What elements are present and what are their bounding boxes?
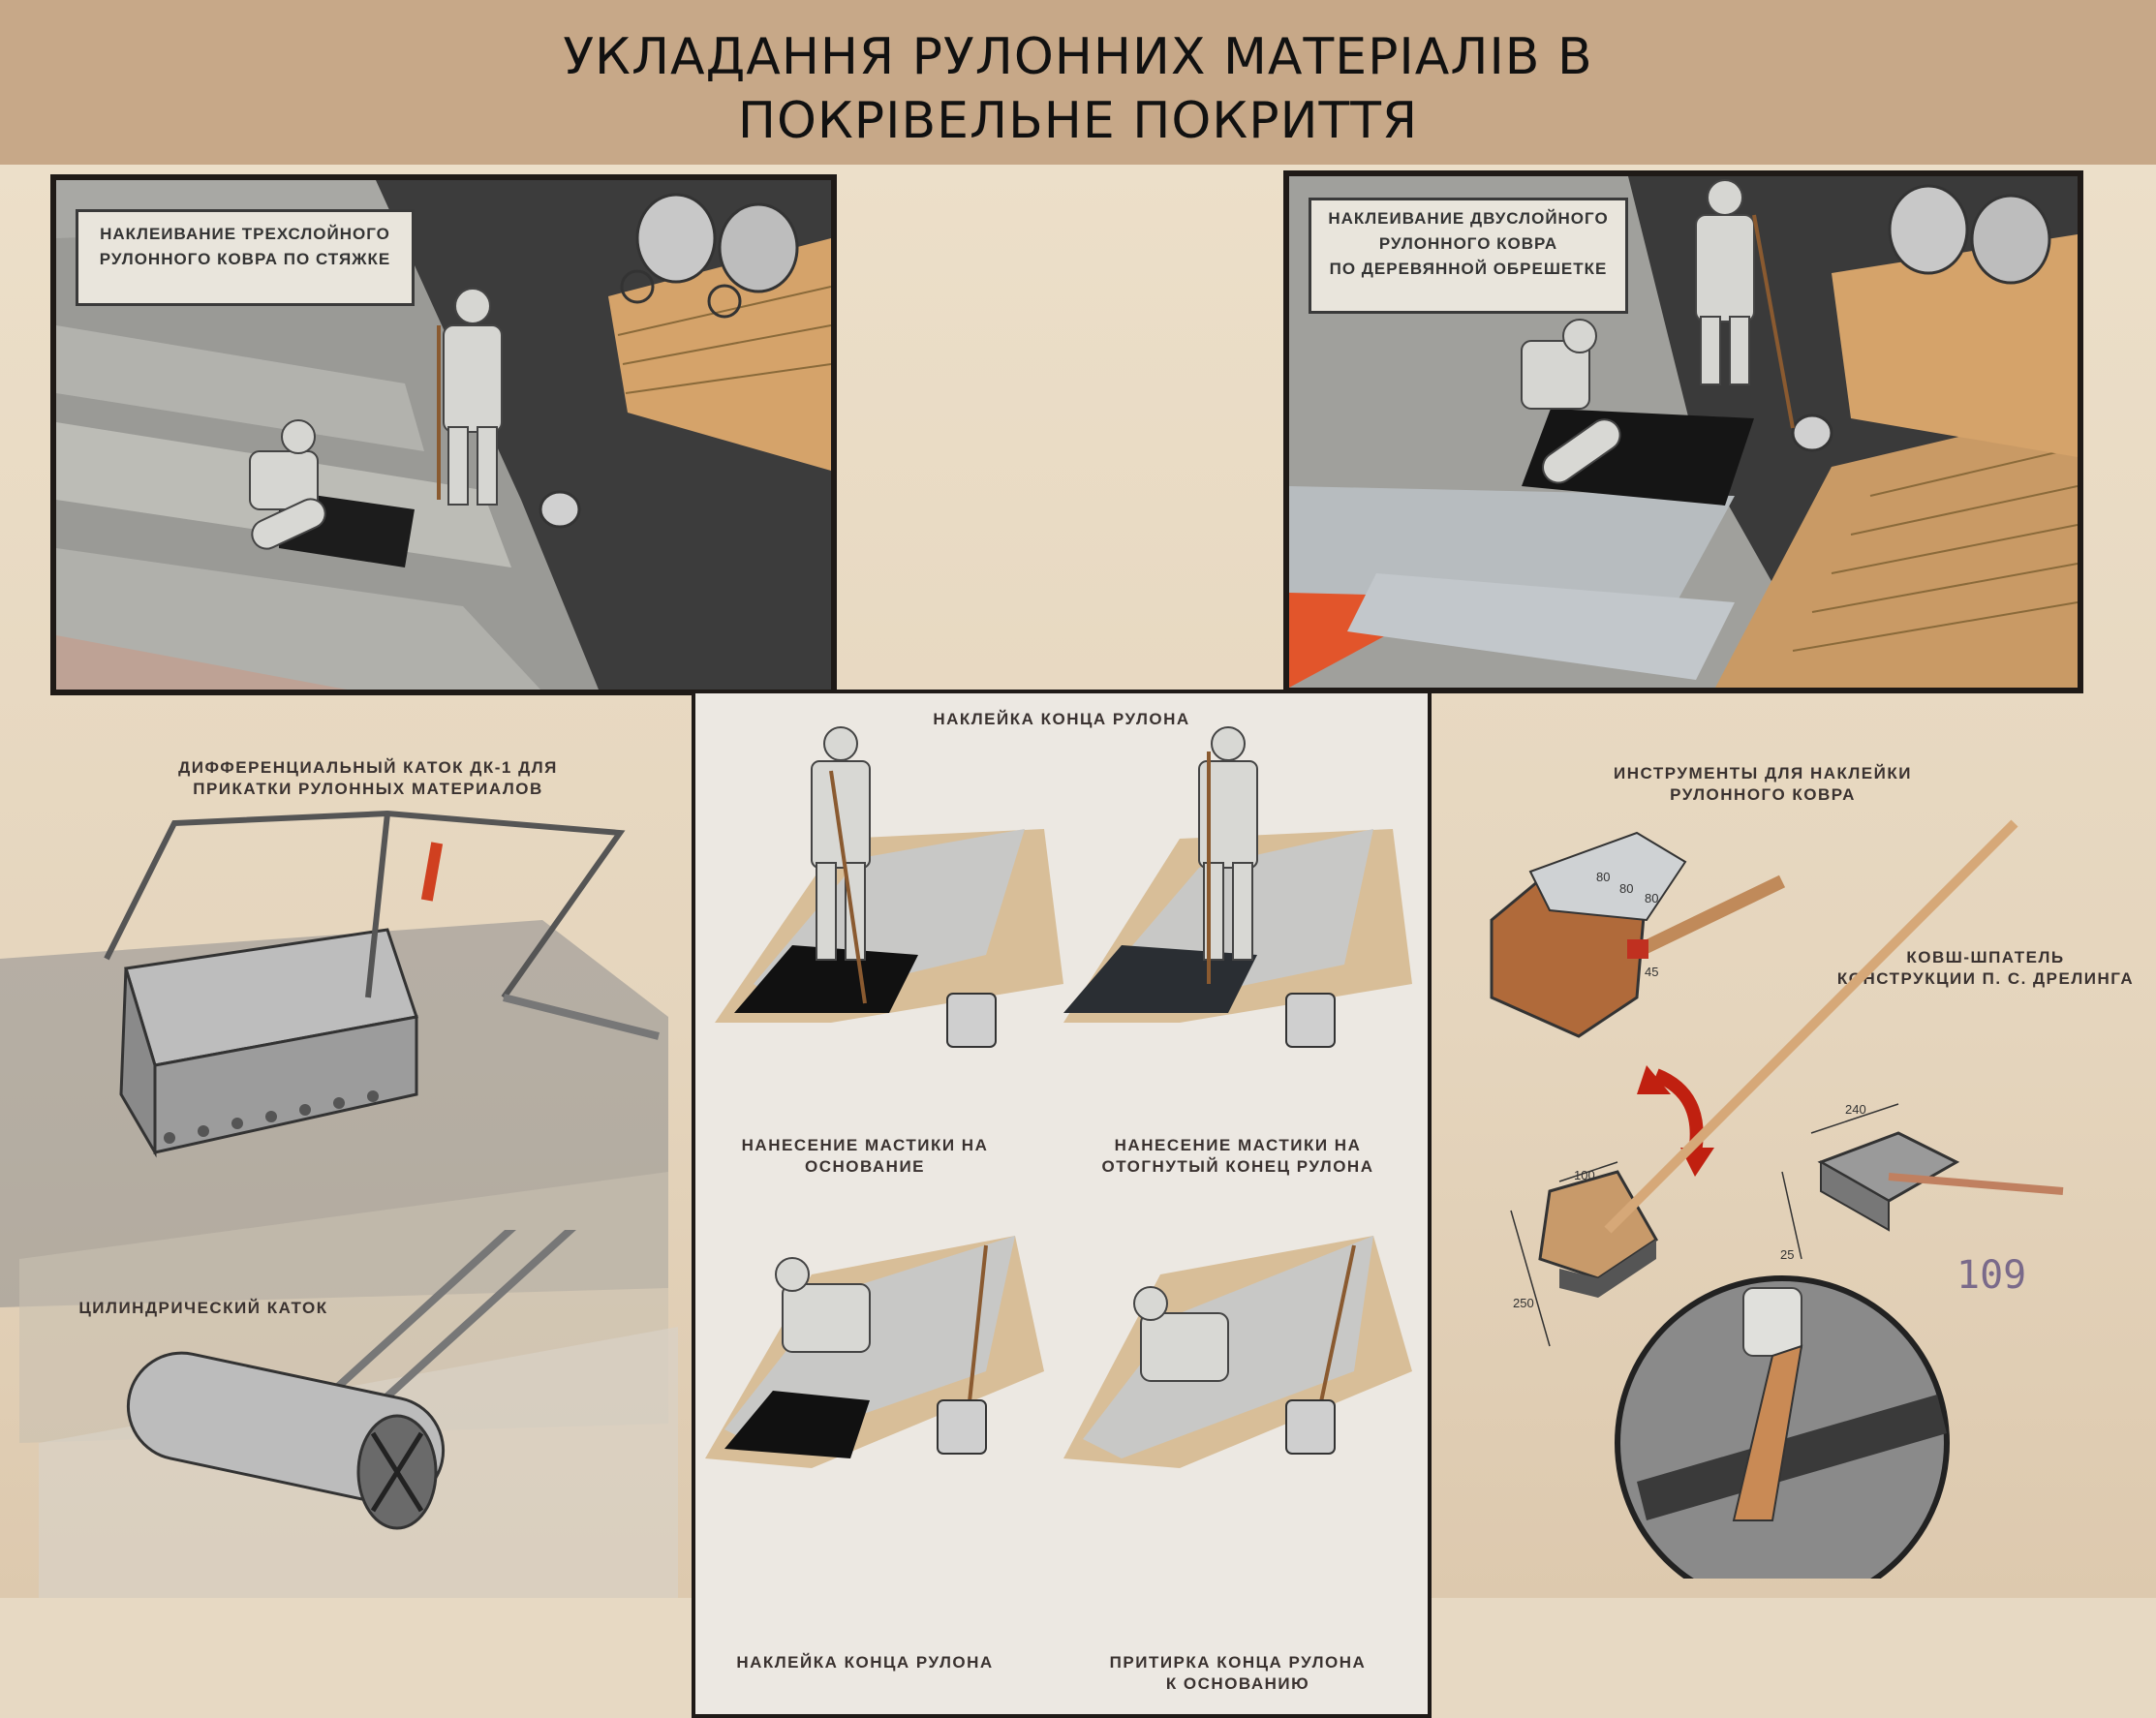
step4-caption: ПРИТИРКА КОНЦА РУЛОНА К ОСНОВАНИЮ (1054, 1652, 1422, 1695)
roller-cyl-caption: ЦИЛИНДРИЧЕСКИЙ КАТОК (78, 1299, 328, 1317)
center-title: НАКЛЕЙКА КОНЦА РУЛОНА (933, 710, 1190, 728)
roller-diff-caption-line-1: ДИФФЕРЕНЦИАЛЬНЫЙ КАТОК ДК-1 ДЛЯ (178, 758, 558, 777)
dim-25: 25 (1780, 1247, 1794, 1262)
step2-caption-line-1: НАНЕСЕНИЕ МАСТИКИ НА (1114, 1136, 1362, 1154)
panel-three-layer-roofing: НАКЛЕИВАНИЕ ТРЕХСЛОЙНОГО РУЛОННОГО КОВРА… (50, 174, 837, 695)
step2-caption-line-2: ОТОГНУТЫЙ КОНЕЦ РУЛОНА (1101, 1157, 1374, 1176)
dim-100: 100 (1574, 1168, 1595, 1182)
page-title-line-2: ПОКРІВЕЛЬНЕ ПОКРИТТЯ (737, 92, 1419, 150)
step1-caption-line-1: НАНЕСЕНИЕ МАСТИКИ НА (741, 1136, 989, 1154)
roller-diff-caption-line-2: ПРИКАТКИ РУЛОННЫХ МАТЕРИАЛОВ (193, 780, 543, 798)
dim-240: 240 (1845, 1102, 1866, 1117)
dim-45: 45 (1645, 965, 1658, 979)
tools-caption-line-1: ИНСТРУМЕНТЫ ДЛЯ НАКЛЕЙКИ (1614, 764, 1912, 782)
panel-right-label-line-3: ПО ДЕРЕВЯННОЙ ОБРЕШЕТКЕ (1329, 260, 1608, 278)
panel-left-label-line-1: НАКЛЕИВАНИЕ ТРЕХСЛОЙНОГО (100, 225, 390, 243)
step4-caption-line-1: ПРИТИРКА КОНЦА РУЛОНА (1109, 1653, 1367, 1672)
center-steps-illustrations (705, 726, 1412, 1468)
center-steps-panel: НАКЛЕЙКА КОНЦА РУЛОНА (692, 690, 1432, 1718)
tools-caption-line-2: РУЛОННОГО КОВРА (1670, 785, 1856, 804)
scoop-caption-line-2: КОНСТРУКЦИИ П. С. ДРЕЛИНГА (1836, 969, 2135, 988)
tools-caption: ИНСТРУМЕНТЫ ДЛЯ НАКЛЕЙКИ РУЛОННОГО КОВРА (1550, 763, 1976, 806)
three-layer-scene (56, 180, 831, 690)
panel-left-label: НАКЛЕИВАНИЕ ТРЕХСЛОЙНОГО РУЛОННОГО КОВРА… (76, 209, 415, 306)
dim-80-b: 80 (1619, 881, 1633, 896)
panel-right-label-line-1: НАКЛЕИВАНИЕ ДВУСЛОЙНОГО (1328, 209, 1609, 228)
two-layer-scene (1289, 176, 2078, 688)
step2-caption: НАНЕСЕНИЕ МАСТИКИ НА ОТОГНУТЫЙ КОНЕЦ РУЛ… (1054, 1135, 1422, 1178)
dim-80-c: 80 (1645, 891, 1658, 905)
poster: НАКЛЕИВАНИЕ ТРЕХСЛОЙНОГО РУЛОННОГО КОВРА… (0, 165, 2156, 1718)
step1-caption-line-2: ОСНОВАНИЕ (804, 1157, 926, 1176)
page-header: УКЛАДАННЯ РУЛОННИХ МАТЕРІАЛІВ В ПОКРІВЕЛ… (0, 0, 2156, 165)
step1-caption: НАНЕСЕНИЕ МАСТИКИ НА ОСНОВАНИЕ (705, 1135, 1025, 1178)
cylindrical-roller-illustration (39, 1230, 678, 1598)
page-title-line-1: УКЛАДАННЯ РУЛОННИХ МАТЕРІАЛІВ В (563, 28, 1593, 86)
scoop-caption-line-1: КОВШ-ШПАТЕЛЬ (1906, 948, 2065, 966)
tools-illustration: 80 80 80 45 100 250 240 25 109 (1490, 819, 2064, 1579)
step4-caption-line-2: К ОСНОВАНИЮ (1165, 1674, 1310, 1693)
step3-caption: НАКЛЕЙКА КОНЦА РУЛОНА (736, 1653, 994, 1672)
dim-80-a: 80 (1596, 870, 1610, 884)
inventory-stamp: 109 (1956, 1253, 2026, 1298)
panel-right-label: НАКЛЕИВАНИЕ ДВУСЛОЙНОГО РУЛОННОГО КОВРА … (1309, 198, 1628, 314)
dim-250: 250 (1513, 1296, 1534, 1310)
roller-diff-caption: ДИФФЕРЕНЦИАЛЬНЫЙ КАТОК ДК-1 ДЛЯ ПРИКАТКИ… (116, 757, 620, 800)
panel-right-label-line-2: РУЛОННОГО КОВРА (1378, 234, 1558, 253)
panel-two-layer-roofing: НАКЛЕИВАНИЕ ДВУСЛОЙНОГО РУЛОННОГО КОВРА … (1283, 170, 2083, 693)
panel-left-label-line-2: РУЛОННОГО КОВРА ПО СТЯЖКЕ (99, 250, 391, 268)
scoop-caption: КОВШ-ШПАТЕЛЬ КОНСТРУКЦИИ П. С. ДРЕЛИНГА (1821, 947, 2150, 990)
